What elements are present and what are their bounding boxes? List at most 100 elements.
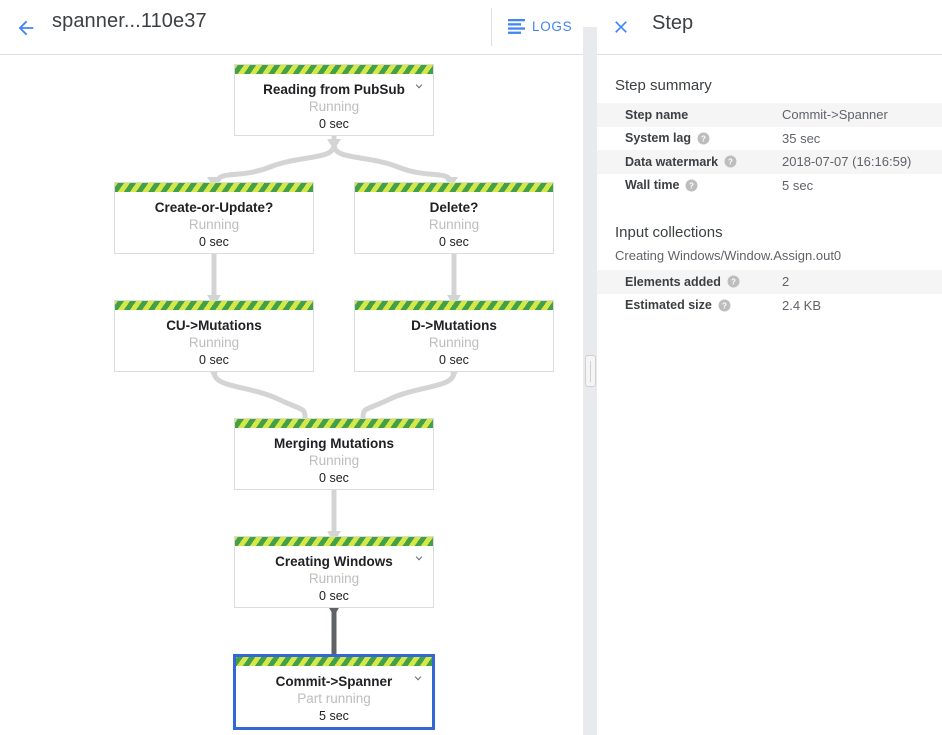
svg-text:?: ? xyxy=(722,301,727,310)
help-icon[interactable]: ? xyxy=(697,132,710,145)
node-time: 0 sec xyxy=(319,589,349,603)
node-time: 0 sec xyxy=(319,117,349,131)
node-status: Part running xyxy=(297,691,371,706)
node-status: Running xyxy=(308,453,360,468)
node-time: 0 sec xyxy=(199,235,229,249)
detail-row: Data watermark?2018-07-07 (16:16:59) xyxy=(597,150,942,174)
node-title: Delete? xyxy=(429,200,479,215)
node-body: Create-or-Update? Running 0 sec xyxy=(115,192,313,251)
chevron-down-icon[interactable] xyxy=(412,79,426,93)
detail-row: Step name Commit->Spanner xyxy=(597,103,942,127)
node-time: 0 sec xyxy=(439,353,469,367)
svg-text:?: ? xyxy=(689,181,694,190)
help-icon[interactable]: ? xyxy=(727,275,740,288)
svg-text:?: ? xyxy=(701,134,706,143)
node-status: Running xyxy=(188,217,240,232)
help-icon[interactable]: ? xyxy=(685,179,698,192)
detail-key-label: Estimated size xyxy=(625,298,712,313)
node-status-stripe xyxy=(115,183,313,192)
logs-button-label: LOGS xyxy=(532,18,573,34)
detail-row: Estimated size?2.4 KB xyxy=(597,294,942,318)
graph-node-create-or-update[interactable]: Create-or-Update? Running 0 sec xyxy=(114,182,314,254)
node-status: Running xyxy=(308,571,360,586)
node-status-stripe xyxy=(355,183,553,192)
detail-row-key: Elements added? xyxy=(625,275,782,289)
node-status-stripe xyxy=(235,537,433,546)
detail-row-value: 2 xyxy=(782,274,790,290)
step-summary-heading: Step summary xyxy=(615,77,712,94)
node-title: Reading from PubSub xyxy=(263,82,405,97)
graph-node-delete[interactable]: Delete? Running 0 sec xyxy=(354,182,554,254)
node-status: Running xyxy=(428,335,480,350)
node-status-stripe xyxy=(235,65,433,74)
node-time: 5 sec xyxy=(319,709,349,723)
node-time: 0 sec xyxy=(199,353,229,367)
detail-row: Elements added?2 xyxy=(597,270,942,294)
node-title: D->Mutations xyxy=(411,318,497,333)
help-icon[interactable]: ? xyxy=(718,299,731,312)
resize-handle[interactable] xyxy=(585,355,596,387)
svg-text:?: ? xyxy=(728,158,733,167)
detail-key-label: Step name xyxy=(625,107,689,122)
top-toolbar: spanner...110e37 LOGS xyxy=(0,0,583,55)
detail-row-value: 35 sec xyxy=(782,130,821,146)
node-status-stripe xyxy=(355,301,553,310)
node-status: Running xyxy=(308,99,360,114)
detail-row-value: 2.4 KB xyxy=(782,297,822,313)
svg-text:?: ? xyxy=(731,278,736,287)
node-body: Delete? Running 0 sec xyxy=(355,192,553,251)
step-panel-title: Step xyxy=(652,12,694,34)
logs-button[interactable]: LOGS xyxy=(508,12,572,40)
node-status-stripe xyxy=(235,419,433,428)
chevron-down-icon[interactable] xyxy=(412,551,426,565)
arrow-left-icon[interactable] xyxy=(12,14,40,42)
detail-key-label: Data watermark xyxy=(625,154,719,169)
node-title: CU->Mutations xyxy=(166,318,262,333)
logs-list-icon xyxy=(508,18,525,34)
page-title: spanner...110e37 xyxy=(52,10,207,32)
node-title: Creating Windows xyxy=(275,554,393,569)
detail-row-key: Data watermark? xyxy=(625,155,782,169)
node-status-stripe xyxy=(236,657,432,666)
detail-row-key: System lag? xyxy=(625,131,782,145)
node-status-stripe xyxy=(115,301,313,310)
job-graph-pane: spanner...110e37 LOGS xyxy=(0,0,583,735)
detail-row: Wall time?5 sec xyxy=(597,174,942,198)
detail-row-value: Commit->Spanner xyxy=(782,107,888,123)
help-icon[interactable]: ? xyxy=(724,155,737,168)
close-icon[interactable] xyxy=(609,15,633,39)
detail-row-key: Step name xyxy=(625,108,782,122)
detail-row-key: Estimated size? xyxy=(625,298,782,312)
step-panel-header: Step xyxy=(597,0,942,55)
graph-edges xyxy=(207,133,461,654)
node-title: Commit->Spanner xyxy=(275,674,393,689)
toolbar-divider xyxy=(491,8,492,46)
node-time: 0 sec xyxy=(319,471,349,485)
detail-row-key: Wall time? xyxy=(625,178,782,192)
chevron-down-icon[interactable] xyxy=(411,671,425,685)
detail-key-label: System lag xyxy=(625,131,692,146)
detail-key-label: Wall time xyxy=(625,178,680,193)
detail-key-label: Elements added xyxy=(625,274,721,289)
node-title: Create-or-Update? xyxy=(154,200,274,215)
detail-row-value: 2018-07-07 (16:16:59) xyxy=(782,154,912,170)
detail-row-value: 5 sec xyxy=(782,177,814,193)
node-status: Running xyxy=(428,217,480,232)
node-time: 0 sec xyxy=(439,235,469,249)
step-details-pane: Step Step summary Step name Commit->Spann… xyxy=(597,0,942,735)
